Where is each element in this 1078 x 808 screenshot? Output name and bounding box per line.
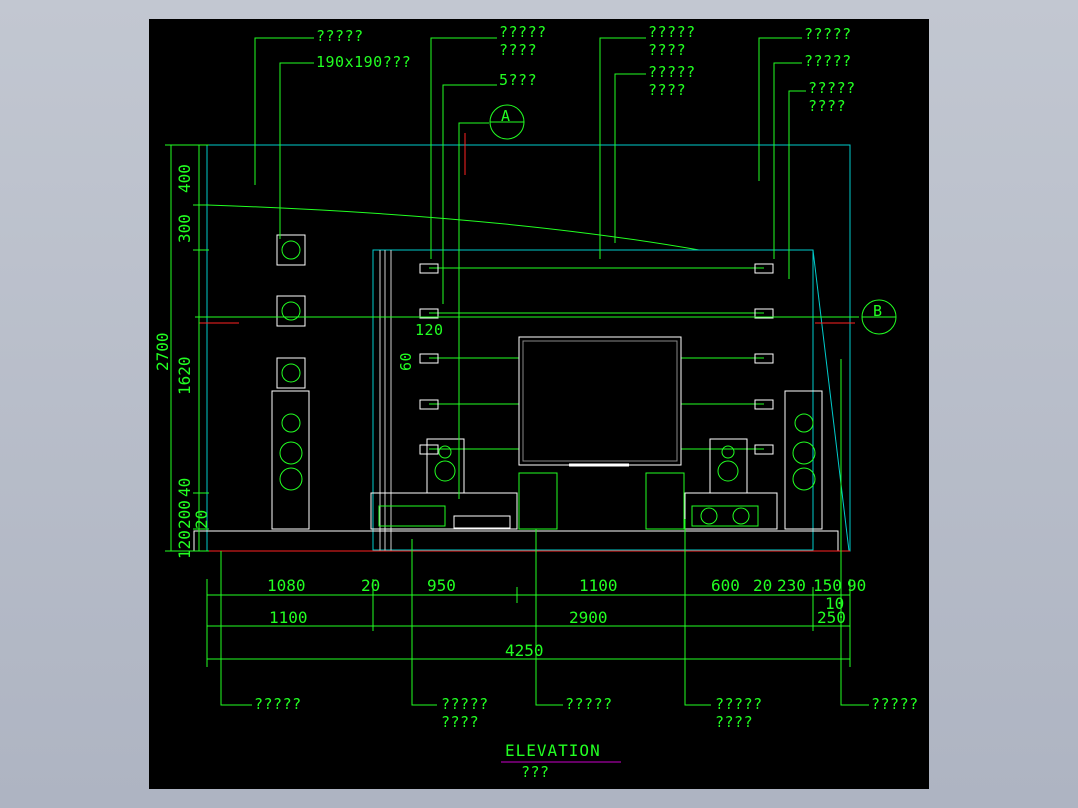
dim-text: 10 <box>825 594 844 613</box>
elevation-drawing: ????? 190x190??? ????? ???? 5??? ????? ?… <box>153 23 919 781</box>
bookshelf-speakers <box>426 438 748 494</box>
dim-text: 90 <box>847 576 866 595</box>
dim-text: 60 <box>397 352 415 371</box>
plinth <box>193 530 839 552</box>
dim-text: 20 <box>753 576 772 595</box>
callout-text: ???? <box>441 713 479 731</box>
callout-text: 190x190??? <box>316 53 411 71</box>
leader-lines <box>220 37 869 706</box>
dim-text: 250 <box>817 608 846 627</box>
wall-lights <box>419 263 774 455</box>
tower-speaker-left <box>271 390 310 530</box>
dim-text: 2900 <box>569 608 608 627</box>
callout-text: ???? <box>648 41 686 59</box>
section-label-a: A <box>501 107 511 125</box>
callout-text: ????? <box>441 695 489 713</box>
dim-text: 20 <box>361 576 380 595</box>
dim-text: 600 <box>711 576 740 595</box>
dim-text: 950 <box>427 576 456 595</box>
dim-text: 120 <box>175 530 194 559</box>
wall-outline <box>206 144 851 552</box>
dim-text: 1620 <box>175 356 194 395</box>
dim-text: 120 <box>415 321 444 339</box>
vertical-dimensions <box>165 144 209 552</box>
panel-slope <box>812 249 850 552</box>
dim-text: 1080 <box>267 576 306 595</box>
cabinet-right <box>684 492 778 530</box>
callout-text: ???? <box>715 713 753 731</box>
dim-text: 230 <box>777 576 806 595</box>
subwoofer-left <box>518 472 558 530</box>
drawing-subtitle: ??? <box>521 763 550 781</box>
callout-text: ???? <box>648 81 686 99</box>
dim-text: 1100 <box>579 576 618 595</box>
callout-text: ????? <box>808 79 856 97</box>
callout-text: ????? <box>804 52 852 70</box>
callout-text: ???? <box>499 41 537 59</box>
callout-text: ????? <box>648 63 696 81</box>
callout-text: ????? <box>648 23 696 41</box>
section-label-b: B <box>873 302 883 320</box>
dim-text: 300 <box>175 214 194 243</box>
tv-wall-panel <box>372 249 814 551</box>
callout-text: ???? <box>808 97 846 115</box>
dim-text: 200 <box>175 500 194 529</box>
drawing-title: ELEVATION <box>505 741 601 760</box>
callout-text: 5??? <box>499 71 537 89</box>
subwoofer-right <box>645 472 685 530</box>
callout-text: ????? <box>499 23 547 41</box>
callout-text: ????? <box>316 27 364 45</box>
cabinet-left <box>370 492 518 530</box>
callout-text: ????? <box>871 695 919 713</box>
dim-text: 1100 <box>269 608 308 627</box>
ceiling-curve <box>206 204 700 251</box>
callout-text: ????? <box>565 695 613 713</box>
horizontal-dimensions <box>206 579 851 667</box>
wall-strips <box>429 267 764 450</box>
callout-text: ????? <box>804 25 852 43</box>
dim-text: 40 <box>175 478 194 497</box>
callout-text: ????? <box>254 695 302 713</box>
dim-text: 150 <box>813 576 842 595</box>
dim-text: 400 <box>175 164 194 193</box>
cad-canvas: ????? 190x190??? ????? ???? 5??? ????? ?… <box>149 19 929 789</box>
dim-text: 2700 <box>153 332 172 371</box>
tv-screen <box>518 336 682 466</box>
decor-tiles <box>276 234 306 389</box>
tower-speaker-right <box>784 390 823 530</box>
dim-text: 20 <box>192 510 211 529</box>
dim-total: 4250 <box>505 641 544 660</box>
callout-text: ????? <box>715 695 763 713</box>
